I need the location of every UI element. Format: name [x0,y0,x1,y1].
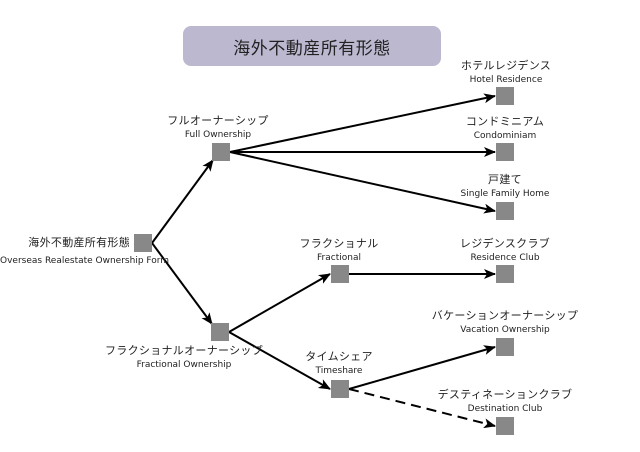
node-label-jp: タイムシェア [305,350,373,363]
edge-full-to-hotel [229,93,496,153]
diagram-title: 海外不動産所有形態 [183,26,441,66]
node-label-jp: バケーションオーナーシップ [431,309,579,322]
node-label-en: Hotel Residence [469,75,543,85]
edge-timeshare-to-destclub [348,388,496,429]
node-label-en: Condominiam [473,131,537,141]
edge-root-to-fracown [151,242,213,325]
node-label-vacation: バケーションオーナーシップ Vacation Ownership [405,309,605,337]
node-label-jp: コンドミニアム [465,115,545,128]
diagram-title-text: 海外不動産所有形態 [233,38,391,59]
node-full [212,143,230,161]
node-label-en: Residence Club [470,253,540,263]
node-label-en: Destination Club [467,404,543,414]
node-label-fracown: フラクショナルオーナーシップ Fractional Ownership [84,344,284,372]
node-resclub [496,265,514,283]
node-label-jp: ホテルレジデンス [460,59,552,72]
edge-root-to-full [151,159,214,244]
node-label-resclub: レジデンスクラブ Residence Club [405,237,605,265]
node-label-root: 海外不動産所有形態 Overseas Realestate Ownership F… [0,236,169,268]
node-label-en: Vacation Ownership [460,325,550,335]
edge-timeshare-to-vacation [348,345,496,390]
edges-layer [151,93,496,429]
node-label-jp: フラクショナルオーナーシップ [105,344,263,357]
node-condo [496,143,514,161]
node-label-jp: 海外不動産所有形態 [28,236,130,249]
edge-fracown-to-fractional [228,273,331,333]
node-timeshare [331,380,349,398]
node-label-en: Fractional [317,253,361,263]
node-hotel [496,87,514,105]
node-fractional [331,265,349,283]
node-root [134,234,152,252]
node-label-jp: レジデンスクラブ [459,237,551,250]
node-label-destclub: デスティネーションクラブ Destination Club [405,388,605,416]
node-label-single: 戸建て Single Family Home [405,173,605,201]
node-label-en: Full Ownership [184,130,252,140]
node-fracown [211,323,229,341]
node-label-full: フルオーナーシップ Full Ownership [118,114,318,142]
node-destclub [496,417,514,435]
node-label-fractional: フラクショナル Fractional [239,237,439,265]
node-label-jp: 戸建て [488,173,522,186]
node-label-jp: フルオーナーシップ [167,114,269,127]
node-label-jp: フラクショナル [299,237,379,250]
node-single [496,202,514,220]
edge-fracown-to-timeshare [228,331,331,390]
node-label-en: Single Family Home [460,189,550,199]
node-label-jp: デスティネーションクラブ [437,388,573,401]
edge-full-to-single [229,151,496,214]
node-label-hotel: ホテルレジデンス Hotel Residence [406,59,606,87]
node-label-timeshare: タイムシェア Timeshare [239,350,439,378]
node-vacation [496,338,514,356]
node-label-en: Fractional Ownership [136,360,232,370]
nodes-layer [134,87,514,435]
node-label-en: Timeshare [315,366,363,376]
node-label-en: Overseas Realestate Ownership Form [0,256,170,266]
node-label-condo: コンドミニアム Condominiam [405,115,605,143]
